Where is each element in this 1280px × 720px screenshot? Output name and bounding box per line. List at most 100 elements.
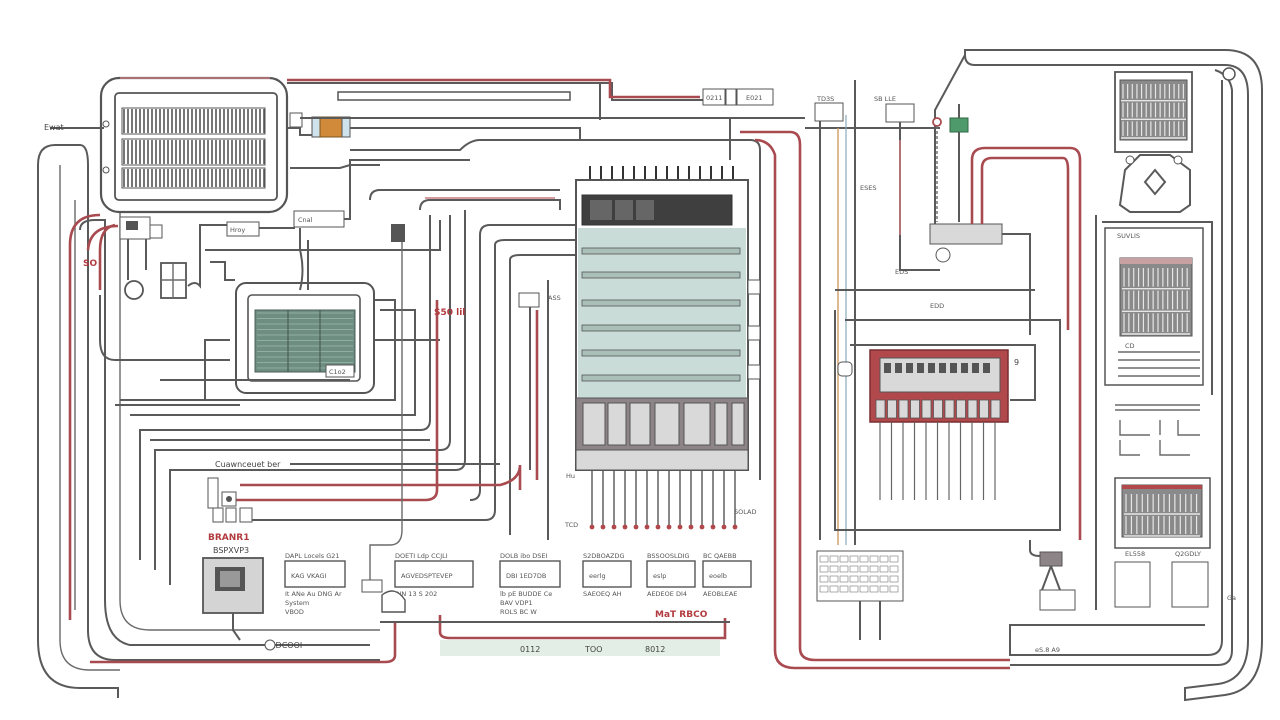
cabinet-terminal xyxy=(633,524,639,530)
relay-pin xyxy=(887,399,897,419)
right-center-wiring: TD3S SB LLE ESES EDS EDD xyxy=(814,80,1082,545)
board-cell xyxy=(889,575,899,583)
cabinet-terminal xyxy=(655,524,661,530)
cabinet-terminal xyxy=(622,524,628,530)
cabinet-terminal xyxy=(600,524,606,530)
label-controller: Cuawnceuet ber xyxy=(215,460,281,469)
bottom-box xyxy=(284,560,346,588)
bottom-box-body: AGVEDSPTEVEP xyxy=(401,572,453,580)
relay-indicator xyxy=(928,363,935,373)
relay-block: 9 xyxy=(869,349,1019,500)
bottom-box-note: VBOD xyxy=(285,608,304,616)
label-fuse: S50 lil xyxy=(434,308,465,318)
busbar-top xyxy=(337,91,571,101)
label-meter: EDD xyxy=(930,302,944,310)
bottom-box-title: DOLB ibo DSEI xyxy=(500,552,547,560)
cabinet-module xyxy=(731,402,745,446)
board-cell xyxy=(889,555,899,563)
label-relay: 9 xyxy=(1014,358,1019,367)
solar-cells xyxy=(121,107,266,189)
relay-pin xyxy=(956,399,966,419)
bottom-box-title: BSSOOSLDIG xyxy=(647,552,690,560)
cabinet-module xyxy=(607,402,627,446)
bottom-box-note: lb pE BUDDE Ce xyxy=(500,590,552,598)
relay-pin xyxy=(990,399,1001,419)
relay-indicator xyxy=(939,363,946,373)
label-right-mod-a: EL558 xyxy=(1125,550,1145,558)
bottom-box-body: eslp xyxy=(653,572,666,580)
relay-pin xyxy=(875,399,886,419)
relay-pin xyxy=(944,399,955,419)
label-connector-cnal: Cnal xyxy=(298,216,313,224)
board-cell xyxy=(879,565,889,573)
din-rail xyxy=(581,349,741,357)
solar-cell-row xyxy=(121,107,266,135)
label-warning-title: BRANR1 xyxy=(208,533,249,543)
din-rail xyxy=(581,374,741,382)
relay-pin xyxy=(979,399,989,419)
label-conn-tds: TD3S xyxy=(816,95,834,103)
din-rail xyxy=(581,324,741,332)
bottom-box xyxy=(582,560,632,588)
display-unit: C1o2 xyxy=(235,282,375,394)
board-cell xyxy=(849,555,859,563)
label-display-unit: C1o2 xyxy=(329,368,346,376)
right-harness-grommet xyxy=(1222,67,1236,81)
label-top-left: Ewat xyxy=(44,123,64,132)
board-cell xyxy=(829,585,839,593)
board-cell xyxy=(839,585,849,593)
board-cell xyxy=(849,575,859,583)
bottom-box-title: BC QAEBB xyxy=(703,552,737,560)
label-warning-sub: BSPXVP3 xyxy=(213,546,249,555)
cabinet-terminal xyxy=(644,524,650,530)
board-cell xyxy=(879,555,889,563)
cabinet-terminal xyxy=(589,524,595,530)
relay-indicator xyxy=(961,363,968,373)
label-top-connector-b: E021 xyxy=(746,94,763,102)
bottom-box-title: DOETI Ldp CCJLI xyxy=(395,552,448,560)
cabinet-module xyxy=(629,402,651,446)
cabinet-terminal xyxy=(699,524,705,530)
label-left-red: SO xyxy=(83,259,97,269)
terminal-strip xyxy=(929,223,1003,245)
board-cell xyxy=(849,565,859,573)
bottom-box-title: S2DBOAZDG xyxy=(583,552,625,560)
bottom-box-body: eerlg xyxy=(589,572,606,580)
board-cell xyxy=(859,555,869,563)
relay-indicator xyxy=(950,363,957,373)
cabinet-terminal xyxy=(666,524,672,530)
central-cabinet xyxy=(575,166,749,530)
cabinet-terminal xyxy=(732,524,738,530)
relay-pin xyxy=(933,399,943,419)
connector-blue-2 xyxy=(341,116,351,138)
din-rail xyxy=(581,247,741,255)
board-cell xyxy=(829,575,839,583)
bottom-busbar xyxy=(440,640,720,656)
left-harness xyxy=(37,144,380,698)
connector-orange xyxy=(319,116,343,138)
board-cell xyxy=(839,565,849,573)
label-conn-sb: SB LLE xyxy=(874,95,896,103)
cabinet-terminal xyxy=(688,524,694,530)
right-outer-harness xyxy=(934,49,1263,702)
fuse-holder xyxy=(391,224,405,242)
connector-small xyxy=(289,112,303,128)
cabinet-module xyxy=(582,402,606,446)
board-cell xyxy=(869,565,879,573)
small-switch xyxy=(361,579,383,593)
label-top-connector-a: 0211 xyxy=(706,94,723,102)
din-rail xyxy=(581,299,741,307)
label-cab-1: Hu xyxy=(566,472,575,480)
label-right-panel-tag: CD xyxy=(1125,342,1135,350)
board-cell xyxy=(859,585,869,593)
board-cell xyxy=(889,585,899,593)
relay-pin xyxy=(921,399,932,419)
label-footer: EXDCOOI xyxy=(265,641,302,650)
relay-indicator xyxy=(884,363,891,373)
board-cell xyxy=(839,555,849,563)
relay-indicator xyxy=(917,363,924,373)
board-cell xyxy=(859,575,869,583)
cabinet-module xyxy=(654,402,680,446)
solar-panel-main xyxy=(99,76,289,214)
